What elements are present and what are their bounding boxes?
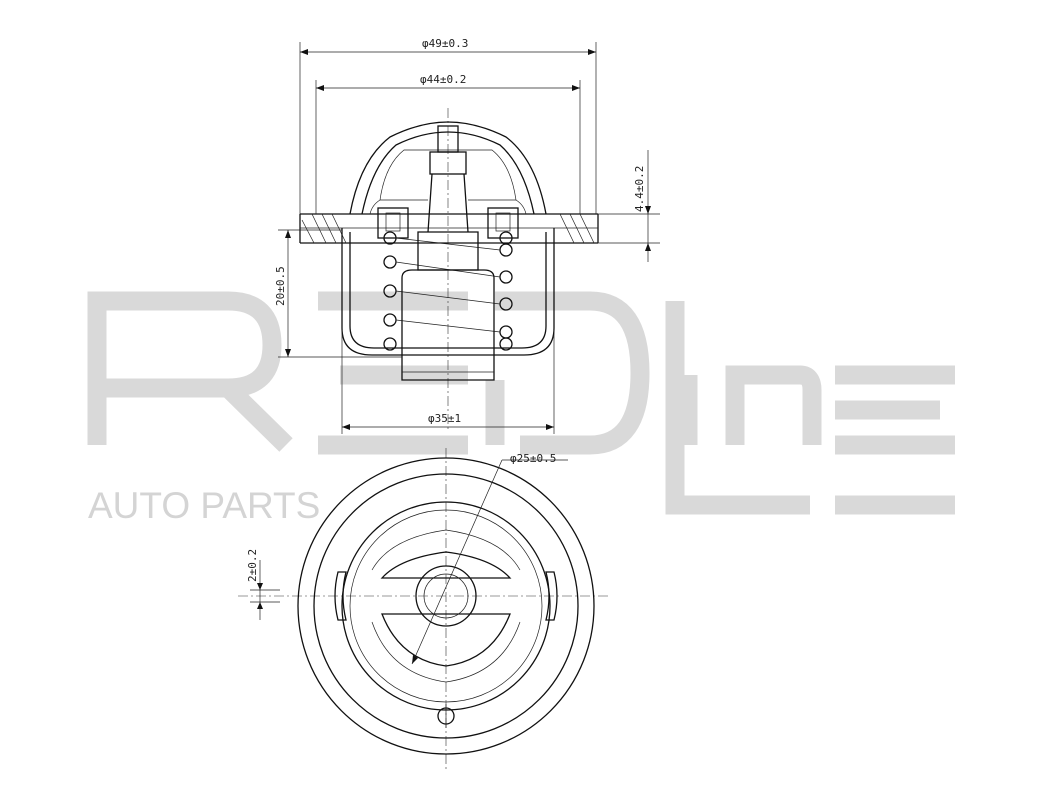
dim-cup: φ35±1 (341, 330, 555, 434)
dim-seal: φ44±0.2 (315, 73, 581, 214)
spring-coils (383, 231, 513, 351)
thermostat-section-view: φ49±0.3 φ44±0.2 4.4±0.2 20±0.5 (274, 37, 660, 434)
thermostat-plan-view: φ25±0.5 2±0.2 (238, 448, 610, 770)
dim-seal-label: φ44±0.2 (420, 73, 466, 86)
dim-flange-thickness: 4.4±0.2 (598, 150, 660, 262)
flange (299, 213, 599, 244)
wax-element (401, 269, 495, 381)
outer-flange-circle (297, 457, 595, 755)
dim-outer-flange: φ49±0.3 (299, 37, 597, 214)
dome-frame (349, 121, 547, 215)
lower-cup (341, 228, 555, 356)
watermark-subtitle: AUTO PARTS (88, 485, 320, 526)
dim-flange-thickness-label: 4.4±0.2 (633, 166, 646, 212)
watermark-logo: AUTO PARTS (87, 291, 955, 526)
dim-valve: φ25±0.5 (411, 452, 568, 665)
dim-body-height-label: 20±0.5 (274, 266, 287, 306)
dim-outer-flange-label: φ49±0.3 (422, 37, 468, 50)
bridge-upper (380, 551, 512, 579)
bridge-lower (381, 613, 511, 667)
dim-cup-label: φ35±1 (428, 412, 461, 425)
dim-body-height: 20±0.5 (274, 229, 402, 358)
dim-jiggle-offset: 2±0.2 (246, 549, 280, 620)
dim-jiggle-offset-label: 2±0.2 (246, 549, 259, 582)
dim-valve-label: φ25±0.5 (510, 452, 556, 465)
